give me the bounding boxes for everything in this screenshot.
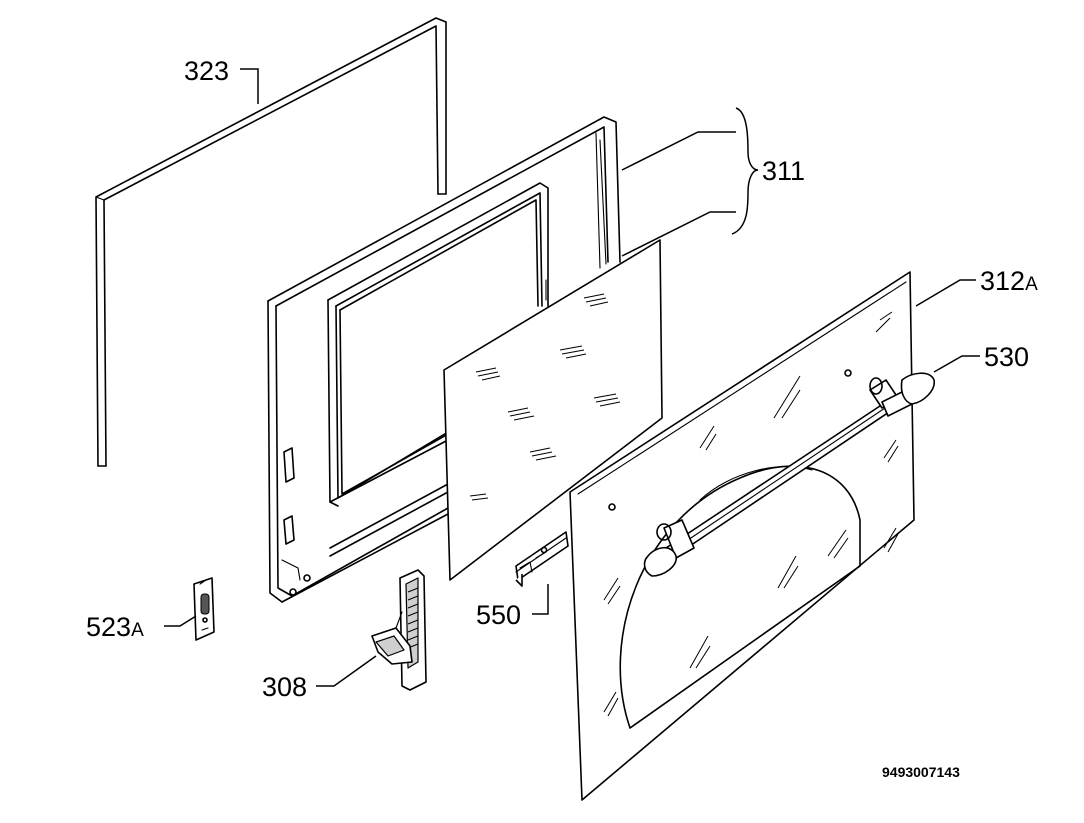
label-523a: 523A <box>86 612 144 642</box>
leader-311-top <box>621 131 736 171</box>
label-308: 308 <box>262 672 307 702</box>
door-seal-part <box>95 17 447 467</box>
hinge-cover-part <box>193 577 215 641</box>
label-311: 311 <box>762 156 805 186</box>
label-523a-number: 523 <box>86 612 131 642</box>
label-312a-number: 312 <box>980 266 1025 296</box>
retainer-strip-part <box>515 531 569 587</box>
leader-312a <box>915 279 976 307</box>
door-handle-part <box>643 372 935 577</box>
label-550: 550 <box>476 600 521 630</box>
label-312a: 312A <box>980 266 1038 296</box>
document-number: 9493007143 <box>882 764 960 780</box>
leader-311-bottom <box>621 211 736 257</box>
outer-door-glass-part <box>569 271 915 801</box>
label-312a-suffix: A <box>1025 274 1038 295</box>
leader-530 <box>933 355 980 373</box>
leader-308 <box>316 655 377 687</box>
bracket-311 <box>731 107 759 235</box>
part-labels: 323 311 312A 530 550 523A 308 9493007143 <box>86 56 1038 780</box>
leader-lines <box>164 68 980 687</box>
label-523a-suffix: A <box>131 620 144 641</box>
leader-550 <box>532 584 549 615</box>
inner-door-frame-part <box>267 116 621 603</box>
inner-glass-panel-part <box>443 239 663 581</box>
door-hinge-part <box>371 569 427 691</box>
label-323: 323 <box>184 56 229 86</box>
leader-523a <box>164 615 197 627</box>
label-530: 530 <box>984 342 1029 372</box>
leader-323 <box>240 68 259 104</box>
